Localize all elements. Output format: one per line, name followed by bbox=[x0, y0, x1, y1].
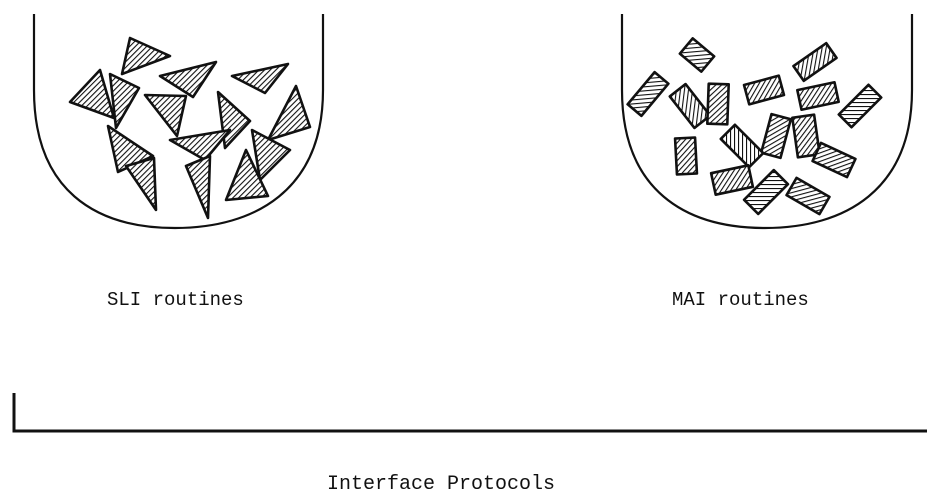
rectangle-shape bbox=[791, 113, 821, 159]
mai-routines-label: MAI routines bbox=[672, 289, 809, 311]
triangle-shape bbox=[266, 84, 312, 142]
sli-routines-label: SLI routines bbox=[107, 289, 244, 311]
rectangle-shape bbox=[742, 74, 786, 106]
rectangle-shape bbox=[678, 37, 716, 73]
sli-container bbox=[32, 14, 325, 230]
rectangle-shape bbox=[759, 112, 793, 160]
rectangle-shape bbox=[709, 163, 755, 197]
rectangle-shape bbox=[837, 83, 883, 129]
triangle-shape bbox=[68, 68, 116, 120]
interface-protocols-label: Interface Protocols bbox=[327, 473, 556, 496]
rectangle-shape bbox=[742, 168, 790, 216]
mai-container bbox=[620, 14, 914, 230]
rectangle-shape bbox=[719, 123, 765, 169]
rectangle-shape bbox=[626, 70, 670, 118]
mai-rectangles bbox=[626, 37, 883, 216]
triangle-shape bbox=[250, 128, 292, 182]
rectangle-shape bbox=[785, 176, 831, 216]
rectangle-shape bbox=[706, 82, 730, 126]
rectangle-shape bbox=[796, 80, 840, 112]
protocols-line bbox=[12, 393, 927, 433]
rectangle-shape bbox=[792, 41, 838, 83]
triangle-shape bbox=[230, 62, 290, 95]
sli-triangles bbox=[68, 36, 312, 220]
triangle-shape bbox=[184, 154, 212, 220]
triangle-shape bbox=[168, 128, 232, 162]
triangle-shape bbox=[124, 156, 158, 212]
rectangle-shape bbox=[673, 136, 699, 176]
rectangle-shape bbox=[811, 141, 857, 179]
triangle-shape bbox=[224, 148, 270, 202]
triangle-shape bbox=[158, 60, 218, 99]
rectangle-shape bbox=[668, 82, 712, 130]
triangle-shape bbox=[143, 93, 188, 138]
triangle-shape bbox=[120, 36, 172, 76]
triangle-shape bbox=[108, 72, 141, 130]
